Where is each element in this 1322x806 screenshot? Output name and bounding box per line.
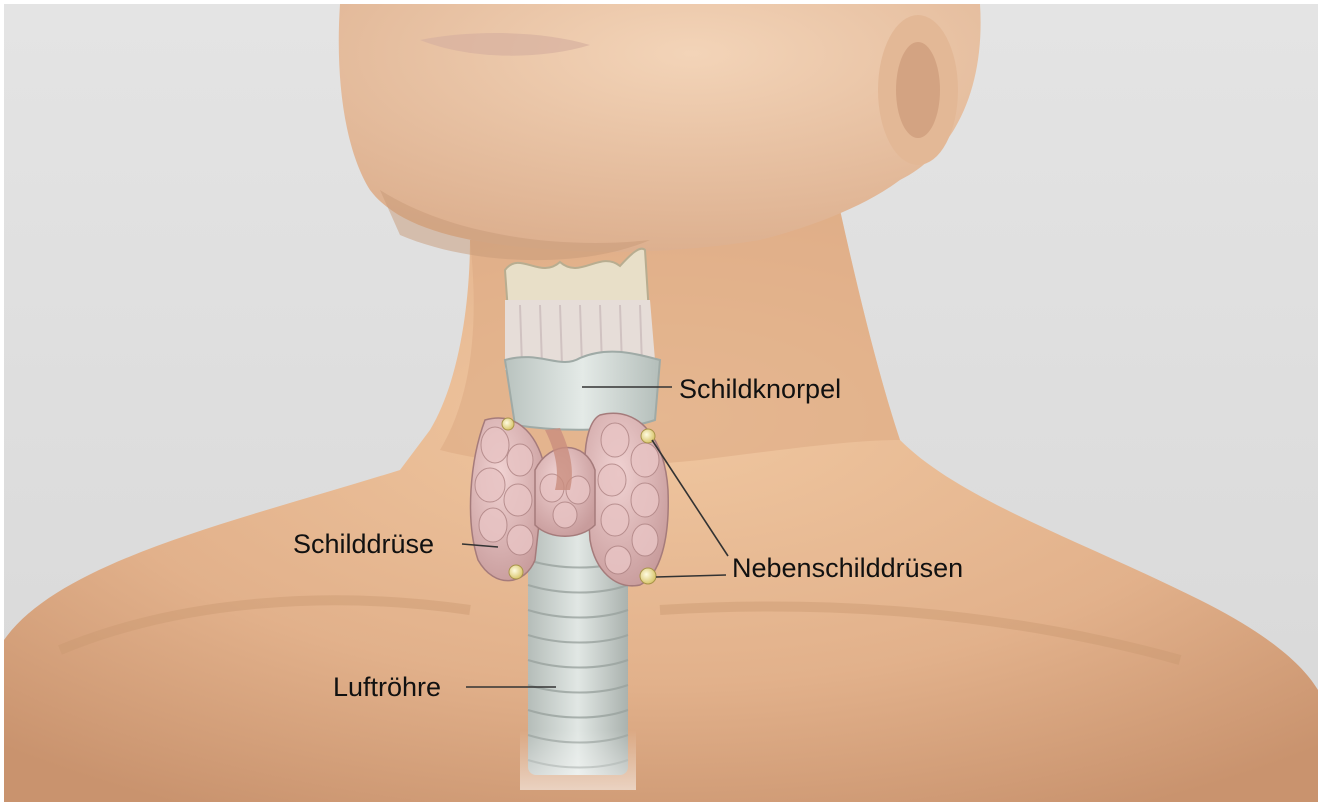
thyroid-lobe-left: [471, 418, 545, 581]
label-luftroehre: Luftröhre: [333, 674, 441, 701]
ear-inner: [896, 42, 940, 138]
label-schilddruese: Schilddrüse: [293, 531, 434, 558]
label-schildknorpel: Schildknorpel: [679, 376, 841, 403]
thyroid-cartilage: [505, 352, 660, 430]
larynx: [505, 249, 655, 370]
label-nebenschilddruesen: Nebenschilddrüsen: [732, 555, 963, 582]
